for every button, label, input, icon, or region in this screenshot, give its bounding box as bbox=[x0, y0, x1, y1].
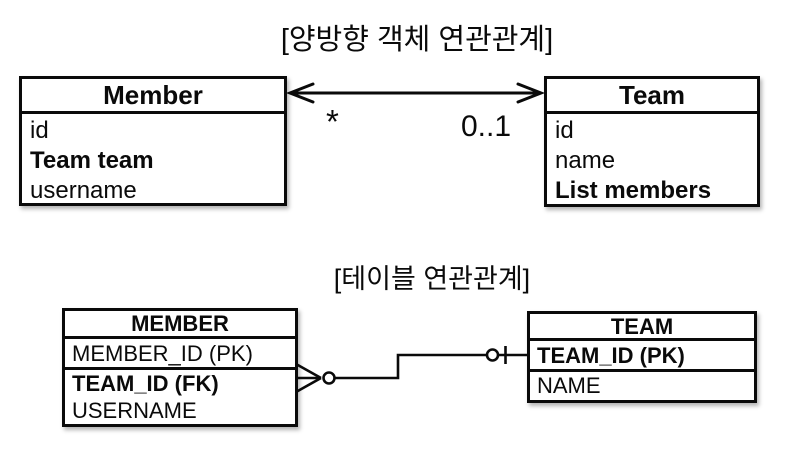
bidirectional-arrow-icon bbox=[285, 82, 546, 104]
team-class-fields: id name List members bbox=[547, 114, 757, 206]
member-field-team: Team team bbox=[30, 147, 154, 174]
team-class-name: Team bbox=[547, 79, 757, 114]
member-class-box: Member id Team team username bbox=[19, 76, 287, 206]
object-association-title: [양방향 객체 연관관계] bbox=[280, 24, 554, 56]
zero-circle-icon bbox=[485, 348, 500, 362]
team-field-id: id bbox=[555, 117, 574, 144]
member-multiplicity-label: * bbox=[326, 103, 339, 140]
member-table-box: MEMBER MEMBER_ID (PK) TEAM_ID (FK) USERN… bbox=[62, 308, 298, 427]
member-table-teamid: TEAM_ID (FK) bbox=[72, 371, 219, 396]
member-field-username: username bbox=[30, 177, 137, 204]
table-association-title: [테이블 연관관계] bbox=[333, 264, 531, 294]
member-class-fields: id Team team username bbox=[22, 114, 284, 206]
member-table-pk: MEMBER_ID (PK) bbox=[65, 339, 295, 370]
erd-relationship-line bbox=[295, 346, 527, 394]
team-field-members: List members bbox=[555, 177, 712, 204]
crow-foot-many-icon bbox=[295, 362, 322, 394]
optional-circle-icon bbox=[322, 371, 336, 385]
member-class-name: Member bbox=[22, 79, 284, 114]
team-field-name: name bbox=[555, 147, 616, 174]
team-class-box: Team id name List members bbox=[544, 76, 760, 207]
team-table-name: TEAM bbox=[530, 314, 754, 341]
team-table-box: TEAM TEAM_ID (PK) NAME bbox=[527, 311, 757, 403]
member-table-name: MEMBER bbox=[65, 311, 295, 339]
member-table-username: USERNAME bbox=[72, 398, 197, 423]
team-table-pk: TEAM_ID (PK) bbox=[530, 341, 754, 372]
team-multiplicity-label: 0..1 bbox=[461, 110, 512, 143]
team-table-name-col: NAME bbox=[537, 373, 601, 398]
member-field-id: id bbox=[30, 117, 49, 144]
